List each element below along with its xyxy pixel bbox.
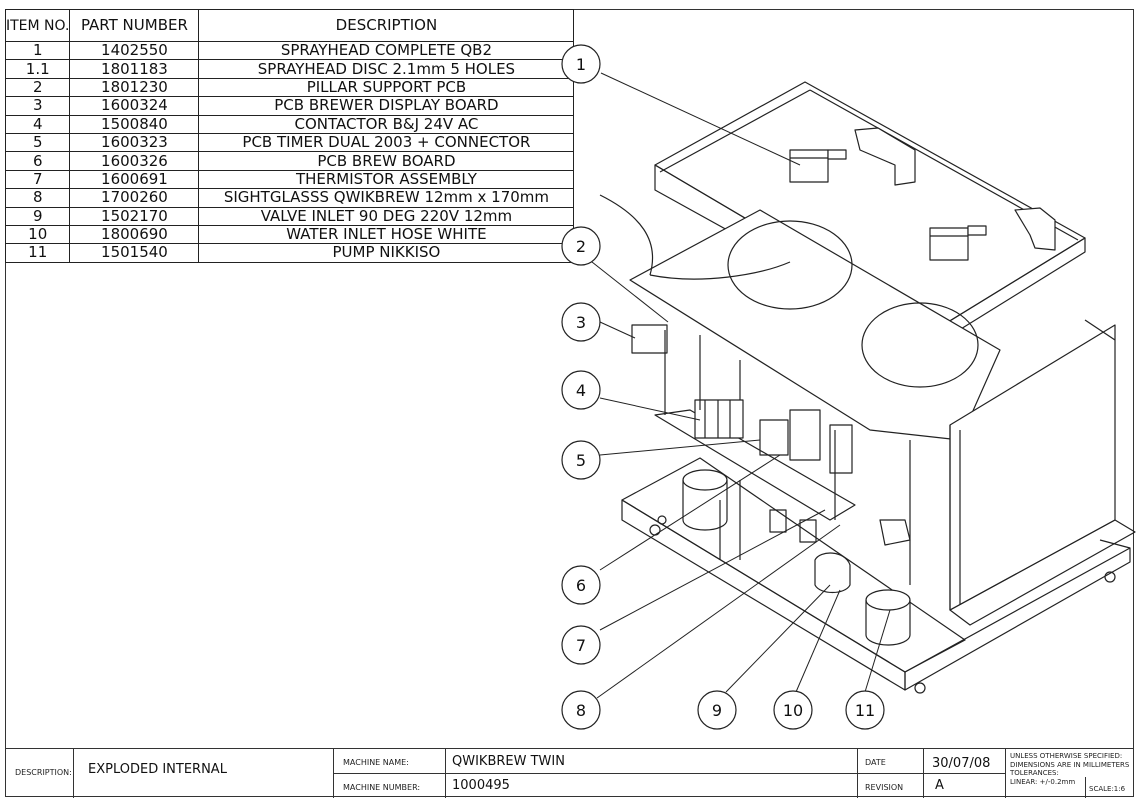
balloon-item-6: 6 bbox=[561, 565, 601, 605]
balloon-item-1: 1 bbox=[561, 44, 601, 84]
pcb-panel bbox=[631, 324, 856, 521]
balloon-item-5: 5 bbox=[561, 440, 601, 480]
revision-label: REVISION bbox=[865, 783, 904, 792]
description-cell: WATER INLET HOSE WHITE bbox=[198, 224, 575, 245]
balloon-circle bbox=[561, 44, 601, 84]
balloon-label: 5 bbox=[576, 451, 586, 470]
balloon-circle bbox=[773, 690, 813, 730]
balloon-circle bbox=[561, 302, 601, 342]
item-no-cell: 11 bbox=[4, 243, 71, 263]
description-cell: SPRAYHEAD DISC 2.1mm 5 HOLES bbox=[198, 59, 575, 79]
item-balloons: 1 2 3 4 5 6 7 8 9 10 11 bbox=[561, 44, 885, 730]
balloon-item-4: 4 bbox=[561, 370, 601, 410]
machine-name-value: QWIKBREW TWIN bbox=[452, 754, 565, 769]
description-cell: PCB BREW BOARD bbox=[198, 151, 575, 171]
balloon-label: 3 bbox=[576, 313, 586, 332]
scale-value: SCALE:1:6 bbox=[1089, 785, 1126, 793]
balloon-label: 9 bbox=[712, 701, 722, 720]
balloon-item-3: 3 bbox=[561, 302, 601, 342]
date-value: 30/07/08 bbox=[932, 756, 991, 771]
part-number-cell: 1600324 bbox=[69, 96, 200, 116]
notes-line: DIMENSIONS ARE IN MILLIMETERS bbox=[1010, 760, 1130, 769]
balloon-item-9: 9 bbox=[697, 690, 737, 730]
balloon-circle bbox=[697, 690, 737, 730]
balloon-item-11: 11 bbox=[845, 690, 885, 730]
notes-line: UNLESS OTHERWISE SPECIFIED: bbox=[1010, 752, 1123, 760]
leader-lines bbox=[591, 72, 891, 699]
part-number-cell: 1600326 bbox=[69, 151, 200, 171]
part-number-cell: 1801230 bbox=[69, 77, 200, 98]
lid-solenoid-valves bbox=[789, 127, 1056, 261]
notes-line: LINEAR: +/-0.2mm bbox=[1010, 777, 1076, 786]
balloon-item-8: 8 bbox=[561, 690, 601, 730]
title-block: DESCRIPTION: EXPLODED INTERNAL MACHINE N… bbox=[5, 748, 1134, 798]
sprayhead-plate bbox=[599, 194, 1001, 481]
part-number-cell: 1402550 bbox=[69, 40, 200, 61]
machine-name-label: MACHINE NAME: bbox=[343, 758, 409, 767]
balloon-label: 1 bbox=[576, 55, 586, 74]
part-number-cell: 1801183 bbox=[69, 59, 200, 79]
description-value: EXPLODED INTERNAL bbox=[88, 762, 227, 777]
tb-divider bbox=[1085, 777, 1086, 798]
part-number-cell: 1700260 bbox=[69, 188, 200, 208]
balloon-label: 11 bbox=[855, 701, 875, 720]
balloon-circle bbox=[561, 625, 601, 665]
pumps-and-valves bbox=[682, 469, 911, 646]
balloon-label: 6 bbox=[576, 576, 586, 595]
description-label: DESCRIPTION: bbox=[15, 768, 72, 777]
balloon-item-10: 10 bbox=[773, 690, 813, 730]
balloon-label: 2 bbox=[576, 237, 586, 256]
balloon-circle bbox=[561, 690, 601, 730]
balloon-circle bbox=[561, 370, 601, 410]
date-label: DATE bbox=[865, 758, 886, 767]
cabinet-body bbox=[909, 319, 1136, 626]
description-cell: PILLAR SUPPORT PCB bbox=[198, 77, 575, 98]
description-cell: PCB TIMER DUAL 2003 + CONNECTOR bbox=[198, 132, 575, 153]
exploded-view-drawing: 1 2 3 4 5 6 7 8 9 10 11 bbox=[561, 44, 1136, 730]
description-cell: SIGHTGLASSS QWIKBREW 12mm x 170mm bbox=[198, 188, 575, 208]
part-number-cell: 1500840 bbox=[69, 114, 200, 134]
balloon-item-2: 2 bbox=[561, 226, 601, 266]
balloon-item-7: 7 bbox=[561, 625, 601, 665]
description-cell: PUMP NIKKISO bbox=[198, 243, 575, 263]
balloon-circle bbox=[845, 690, 885, 730]
machine-number-label: MACHINE NUMBER: bbox=[343, 783, 421, 792]
machine-number-value: 1000495 bbox=[452, 778, 510, 793]
part-number-cell: 1501540 bbox=[69, 243, 200, 263]
balloon-label: 10 bbox=[783, 701, 803, 720]
description-cell: PCB BREWER DISPLAY BOARD bbox=[198, 96, 575, 116]
balloon-circle bbox=[561, 565, 601, 605]
base-tray bbox=[621, 457, 1131, 694]
tb-divider bbox=[73, 749, 74, 798]
balloon-circle bbox=[561, 440, 601, 480]
tb-divider bbox=[333, 773, 1005, 774]
description-cell: SPRAYHEAD COMPLETE QB2 bbox=[198, 40, 575, 61]
balloon-label: 8 bbox=[576, 701, 586, 720]
balloon-circle bbox=[561, 226, 601, 266]
notes-line: TOLERANCES: bbox=[1010, 769, 1059, 777]
tolerance-notes: UNLESS OTHERWISE SPECIFIED: DIMENSIONS A… bbox=[1010, 752, 1132, 786]
revision-value: A bbox=[935, 778, 944, 793]
item-no-cell: 10 bbox=[4, 224, 71, 245]
balloon-label: 7 bbox=[576, 636, 586, 655]
balloon-label: 4 bbox=[576, 381, 586, 400]
header-part-number: PART NUMBER bbox=[69, 9, 200, 42]
header-description: DESCRIPTION bbox=[198, 9, 575, 42]
parts-table-header-row: ITEM NO. PART NUMBER DESCRIPTION bbox=[4, 9, 575, 42]
description-cell: CONTACTOR B&J 24V AC bbox=[198, 114, 575, 134]
tb-divider bbox=[1005, 749, 1006, 798]
